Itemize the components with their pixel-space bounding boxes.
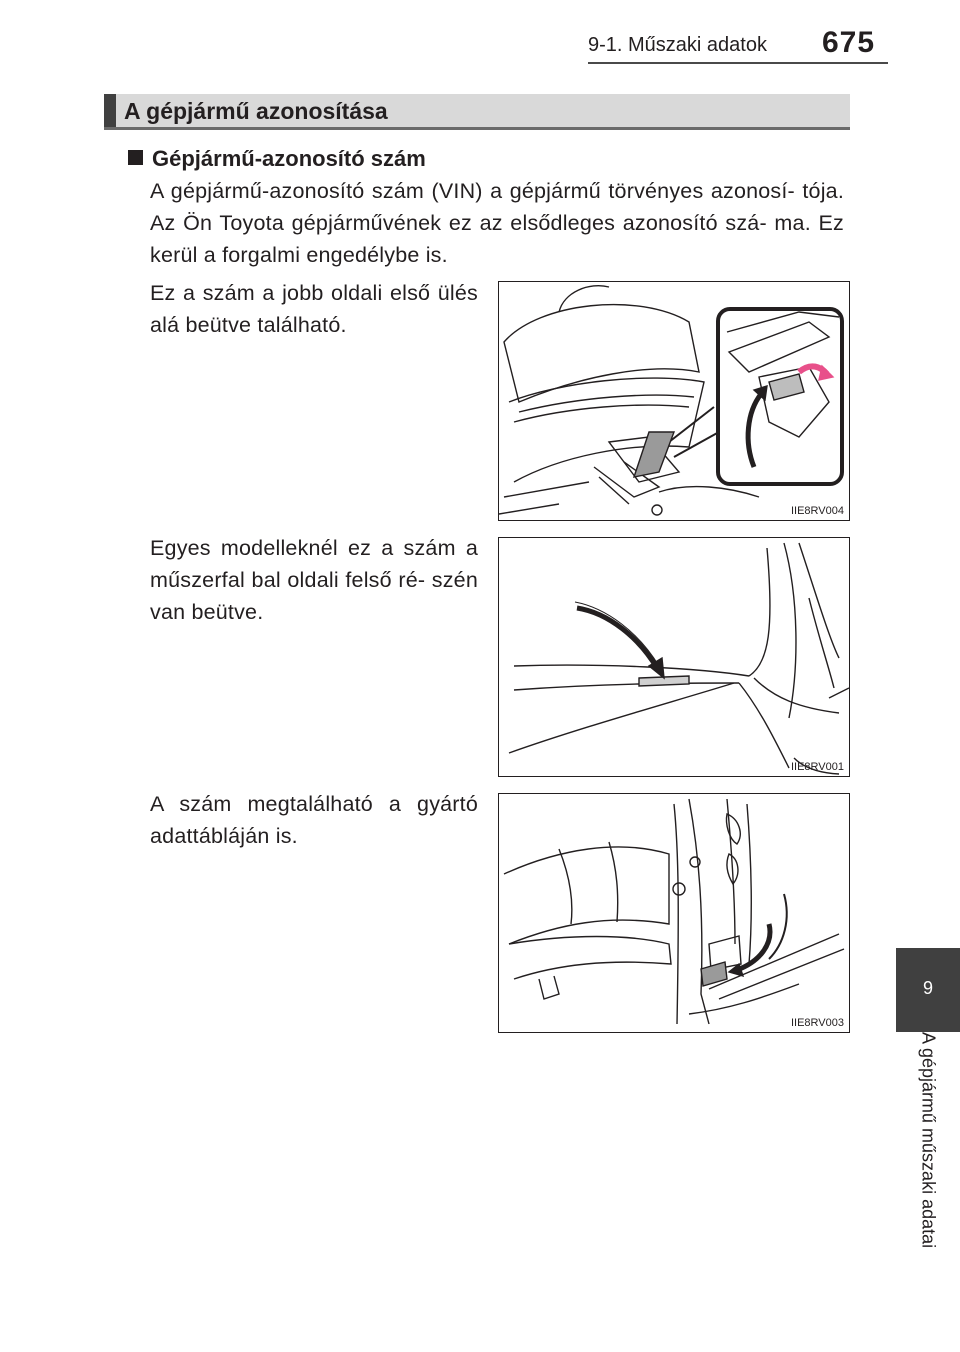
header-rule bbox=[588, 62, 888, 64]
figure-code: IIE8RV003 bbox=[790, 1017, 844, 1029]
item-text-dashboard: Egyes modelleknél ez a szám a műszerfal … bbox=[150, 536, 478, 624]
intro-paragraph: A gépjármű-azonosító szám (VIN) a gépjár… bbox=[150, 179, 844, 267]
item-text-plate: A szám megtalálható a gyártó adattáblájá… bbox=[150, 792, 478, 848]
figure-code: IIE8RV004 bbox=[790, 505, 844, 517]
page-number: 675 bbox=[822, 26, 876, 59]
figure-code: IIE8RV001 bbox=[790, 761, 844, 773]
item-text-seat: Ez a szám a jobb oldali első ülés alá be… bbox=[150, 281, 478, 337]
figure-plate-vin: IIE8RV003 bbox=[498, 793, 850, 1033]
figure-seat-vin: IIE8RV004 bbox=[498, 281, 850, 521]
title-accent-block bbox=[104, 94, 116, 127]
square-bullet-icon bbox=[128, 150, 143, 165]
section-title: A gépjármű azonosítása bbox=[124, 98, 388, 124]
dashboard-illustration bbox=[508, 542, 849, 775]
chapter-title-vertical: A gépjármű műszaki adatai bbox=[908, 1032, 948, 1262]
chapter-title: A gépjármű műszaki adatai bbox=[918, 1032, 939, 1249]
door-pillar-illustration bbox=[503, 798, 845, 1025]
figure-dashboard-vin: IIE8RV001 bbox=[498, 537, 850, 777]
running-header-section: 9-1. Műszaki adatok bbox=[588, 34, 767, 56]
subheading: Gépjármű-azonosító szám bbox=[128, 146, 426, 172]
section-title-bar: A gépjármű azonosítása bbox=[104, 94, 850, 130]
chapter-tab: 9 bbox=[896, 948, 960, 1032]
subheading-text: Gépjármű-azonosító szám bbox=[152, 146, 426, 171]
seat-illustration bbox=[499, 285, 844, 516]
chapter-number: 9 bbox=[922, 978, 933, 998]
